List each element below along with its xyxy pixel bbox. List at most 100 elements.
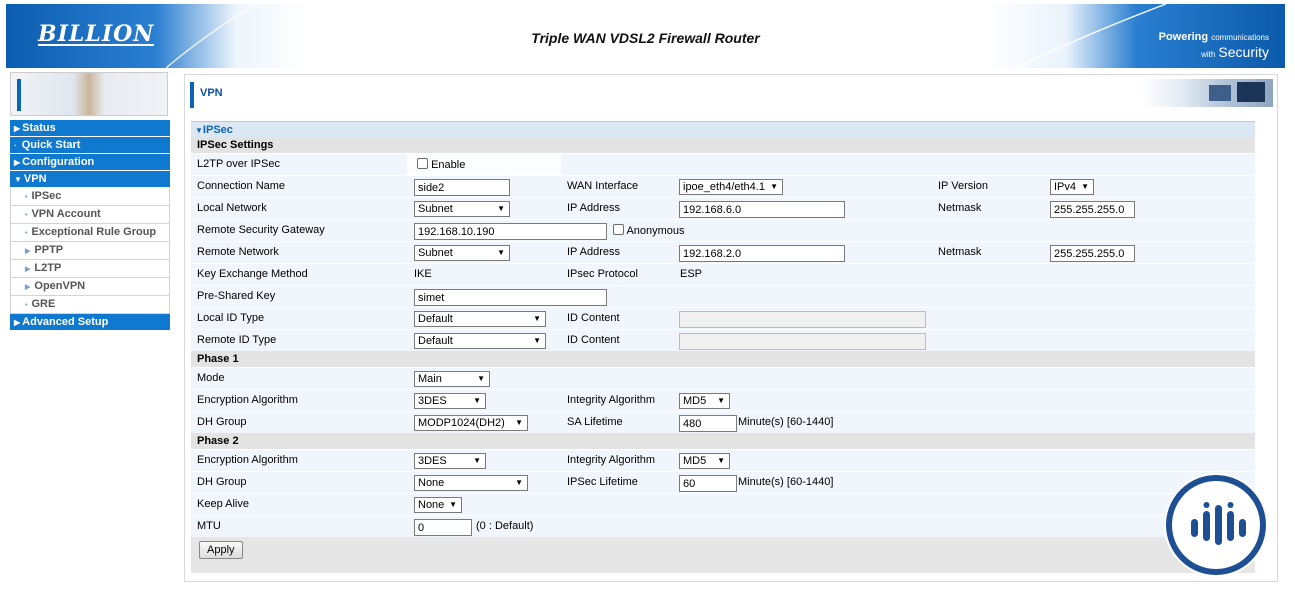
local-id-type-select[interactable]: Default▼ [414, 311, 546, 327]
anonymous-checkbox[interactable]: Anonymous [613, 224, 685, 237]
sidebar-item-advanced-setup[interactable]: ▶Advanced Setup [10, 314, 170, 331]
ipsec-panel: ▼IPSec IPSec Settings L2TP over IPSec En… [191, 121, 1255, 573]
caret-right-icon: ▶ [25, 248, 31, 255]
row-p2-algorithms: Encryption Algorithm 3DES▼ Integrity Alg… [191, 449, 1255, 471]
label-local-id-content: ID Content [567, 312, 620, 324]
header-swoosh-left [166, 4, 256, 68]
sidebar-photo [10, 72, 168, 116]
keep-alive-select[interactable]: None▼ [414, 497, 462, 513]
section-title: IPSec [202, 124, 233, 136]
sidebar-item-configuration[interactable]: ▶Configuration [10, 154, 170, 171]
l2tp-enable-checkbox[interactable]: Enable [417, 158, 465, 171]
local-id-content-input[interactable] [679, 311, 926, 328]
checkbox-icon [417, 158, 428, 169]
label-local-netmask: Netmask [938, 202, 982, 214]
wan-interface-select[interactable]: ipoe_eth4/eth4.1 ▼ [679, 179, 783, 195]
caret-right-icon: ▶ [25, 266, 31, 273]
sidebar-item-gre[interactable]: •GRE [10, 296, 170, 314]
sidebar-item-vpn-account[interactable]: •VPN Account [10, 206, 170, 224]
chevron-down-icon: ▼ [533, 336, 541, 345]
label-p2-encryption: Encryption Algorithm [197, 454, 298, 466]
remote-netmask-input[interactable] [1050, 245, 1135, 262]
chevron-down-icon: ▼ [1081, 182, 1089, 191]
label-local-ip-address: IP Address [567, 202, 620, 214]
remote-network-select[interactable]: Subnet▼ [414, 245, 510, 261]
remote-id-content-input[interactable] [679, 333, 926, 350]
sidebar-item-label: Quick Start [21, 139, 81, 151]
sidebar-item-label: VPN [23, 173, 47, 185]
chevron-down-icon: ▼ [515, 478, 523, 487]
caret-right-icon: ▶ [25, 284, 31, 291]
sidebar-item-pptp[interactable]: ▶PPTP [10, 242, 170, 260]
connection-name-input[interactable] [414, 179, 510, 196]
row-key-exchange: Key Exchange Method IKE IPsec Protocol E… [191, 263, 1255, 285]
ipsec-lifetime-input[interactable] [679, 475, 737, 492]
chevron-down-icon: ▼ [497, 248, 505, 257]
dot-icon: • [25, 212, 28, 219]
select-value: ipoe_eth4/eth4.1 [683, 181, 765, 193]
p1-encryption-select[interactable]: 3DES▼ [414, 393, 486, 409]
select-value: 3DES [418, 455, 447, 467]
local-ip-address-input[interactable] [679, 201, 845, 218]
sidebar: ▶Status · Quick Start ▶Configuration ▼VP… [10, 72, 170, 331]
label-local-network: Local Network [197, 202, 267, 214]
remote-ip-address-input[interactable] [679, 245, 845, 262]
sidebar-item-label: Advanced Setup [22, 316, 109, 328]
p1-dh-group-select[interactable]: MODP1024(DH2)▼ [414, 415, 528, 431]
row-remote-gateway: Remote Security Gateway Anonymous [191, 219, 1255, 241]
label-ipsec-protocol: IPsec Protocol [567, 268, 638, 280]
row-p1-dh: DH Group MODP1024(DH2)▼ SA Lifetime Minu… [191, 411, 1255, 433]
remote-id-type-select[interactable]: Default▼ [414, 333, 546, 349]
sidebar-item-quick-start[interactable]: · Quick Start [10, 137, 170, 154]
ipsec-lifetime-unit: Minute(s) [60-1440] [738, 476, 834, 488]
mtu-input[interactable] [414, 519, 472, 536]
mtu-hint: (0 : Default) [476, 520, 534, 532]
label-p1-encryption: Encryption Algorithm [197, 394, 298, 406]
chevron-down-icon: ▼ [477, 374, 485, 383]
logo-bars-icon [1191, 502, 1246, 545]
p2-integrity-select[interactable]: MD5▼ [679, 453, 730, 469]
sidebar-item-vpn[interactable]: ▼VPN [10, 171, 170, 188]
row-p2-dh: DH Group None▼ IPSec Lifetime Minute(s) … [191, 471, 1255, 493]
p2-encryption-select[interactable]: 3DES▼ [414, 453, 486, 469]
sidebar-item-ipsec[interactable]: •IPSec [10, 188, 170, 206]
select-value: MD5 [683, 455, 707, 467]
label-keep-alive: Keep Alive [197, 498, 249, 510]
remote-gateway-input[interactable] [414, 223, 607, 240]
row-remote-id-type: Remote ID Type Default▼ ID Content [191, 329, 1255, 351]
label-p1-dh-group: DH Group [197, 416, 247, 428]
label-mtu: MTU [197, 520, 221, 532]
ip-version-select[interactable]: IPv4▼ [1050, 179, 1094, 195]
header-swoosh-right [1016, 4, 1166, 68]
section-header-ipsec[interactable]: ▼IPSec [191, 121, 1255, 137]
product-title: Triple WAN VDSL2 Firewall Router [531, 30, 760, 46]
row-remote-network: Remote Network Subnet▼ IP Address Netmas… [191, 241, 1255, 263]
p2-dh-group-select[interactable]: None▼ [414, 475, 528, 491]
select-value: MODP1024(DH2) [418, 417, 505, 429]
label-p2-integrity: Integrity Algorithm [567, 454, 656, 466]
sidebar-item-openvpn[interactable]: ▶OpenVPN [10, 278, 170, 296]
sidebar-item-status[interactable]: ▶Status [10, 120, 170, 137]
local-network-select[interactable]: Subnet▼ [414, 201, 510, 217]
key-exchange-value: IKE [414, 268, 432, 280]
label-remote-ip-address: IP Address [567, 246, 620, 258]
row-l2tp: L2TP over IPSec Enable [191, 153, 1255, 175]
apply-button[interactable]: Apply [199, 541, 243, 559]
local-netmask-input[interactable] [1050, 201, 1135, 218]
row-p1-algorithms: Encryption Algorithm 3DES▼ Integrity Alg… [191, 389, 1255, 411]
p1-integrity-select[interactable]: MD5▼ [679, 393, 730, 409]
sidebar-item-label: OpenVPN [34, 280, 86, 292]
label-ipsec-lifetime: IPSec Lifetime [567, 476, 638, 488]
pre-shared-key-input[interactable] [414, 289, 607, 306]
chevron-down-icon: ▼ [770, 182, 778, 191]
sidebar-item-l2tp[interactable]: ▶L2TP [10, 260, 170, 278]
label-p2-dh-group: DH Group [197, 476, 247, 488]
sa-lifetime-input[interactable] [679, 415, 737, 432]
mode-select[interactable]: Main▼ [414, 371, 490, 387]
tagline: Powering communications with Security [1159, 30, 1269, 62]
sidebar-item-label: IPSec [31, 190, 62, 202]
sidebar-item-exceptional-rule-group[interactable]: •Exceptional Rule Group [10, 224, 170, 242]
label-remote-id-type: Remote ID Type [197, 334, 277, 346]
row-mode: Mode Main▼ [191, 367, 1255, 389]
row-connection-name: Connection Name WAN Interface ipoe_eth4/… [191, 175, 1255, 197]
